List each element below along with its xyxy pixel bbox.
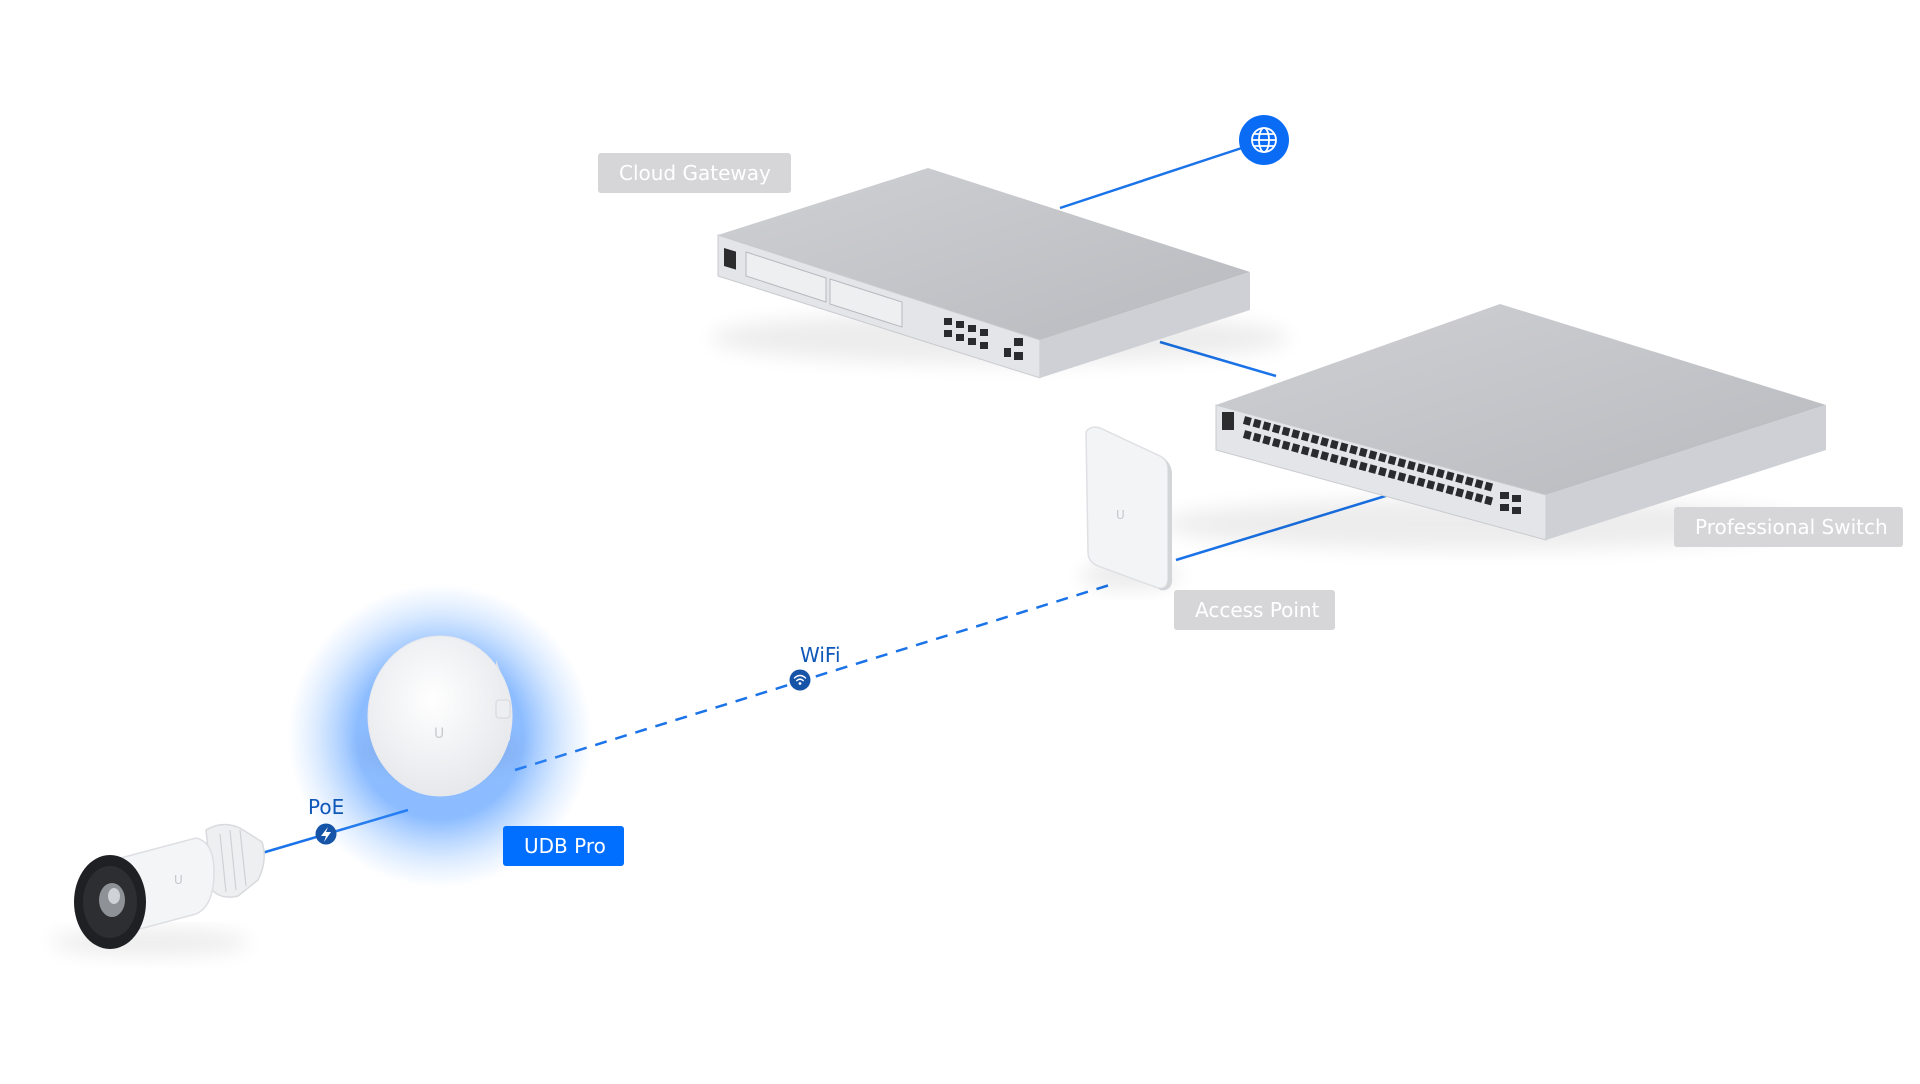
switch-sfp-ports: [1500, 492, 1521, 514]
wifi-icon: [793, 674, 807, 682]
internet-node[interactable]: [1239, 115, 1289, 165]
wall-access-point-icon[interactable]: ᑌ: [1080, 426, 1180, 591]
wifi-link-label: WiFi: [800, 643, 841, 667]
power-bolt-icon: [321, 827, 331, 842]
switch-port-rows: [1242, 416, 1496, 506]
link-access-point-udb-wifi: [514, 581, 1117, 772]
cloud-gateway-label[interactable]: Cloud Gateway: [598, 153, 791, 193]
udb-pro-label[interactable]: UDB Pro: [503, 826, 624, 866]
access-point-label[interactable]: Access Point: [1174, 590, 1335, 630]
wifi-link-badge: WiFi: [789, 643, 841, 691]
udb-logo: ᑌ: [434, 726, 444, 742]
poe-link-badge: PoE: [308, 795, 344, 845]
rack-switch-icon[interactable]: [1160, 304, 1826, 550]
bullet-camera-icon[interactable]: ᑌ: [50, 823, 265, 956]
poe-link-label: PoE: [308, 795, 344, 819]
globe-icon: [1251, 127, 1277, 153]
ap-logo: ᑌ: [1116, 508, 1125, 522]
professional-switch-label[interactable]: Professional Switch: [1674, 507, 1903, 547]
dish-bridge-icon[interactable]: ᑌ: [288, 584, 592, 888]
link-internet-gateway: [1059, 138, 1267, 210]
camera-logo: ᑌ: [174, 873, 183, 887]
rack-gateway-icon[interactable]: [710, 168, 1290, 379]
camera-mount-ridges: [219, 829, 247, 893]
gateway-ports: [944, 318, 1023, 360]
